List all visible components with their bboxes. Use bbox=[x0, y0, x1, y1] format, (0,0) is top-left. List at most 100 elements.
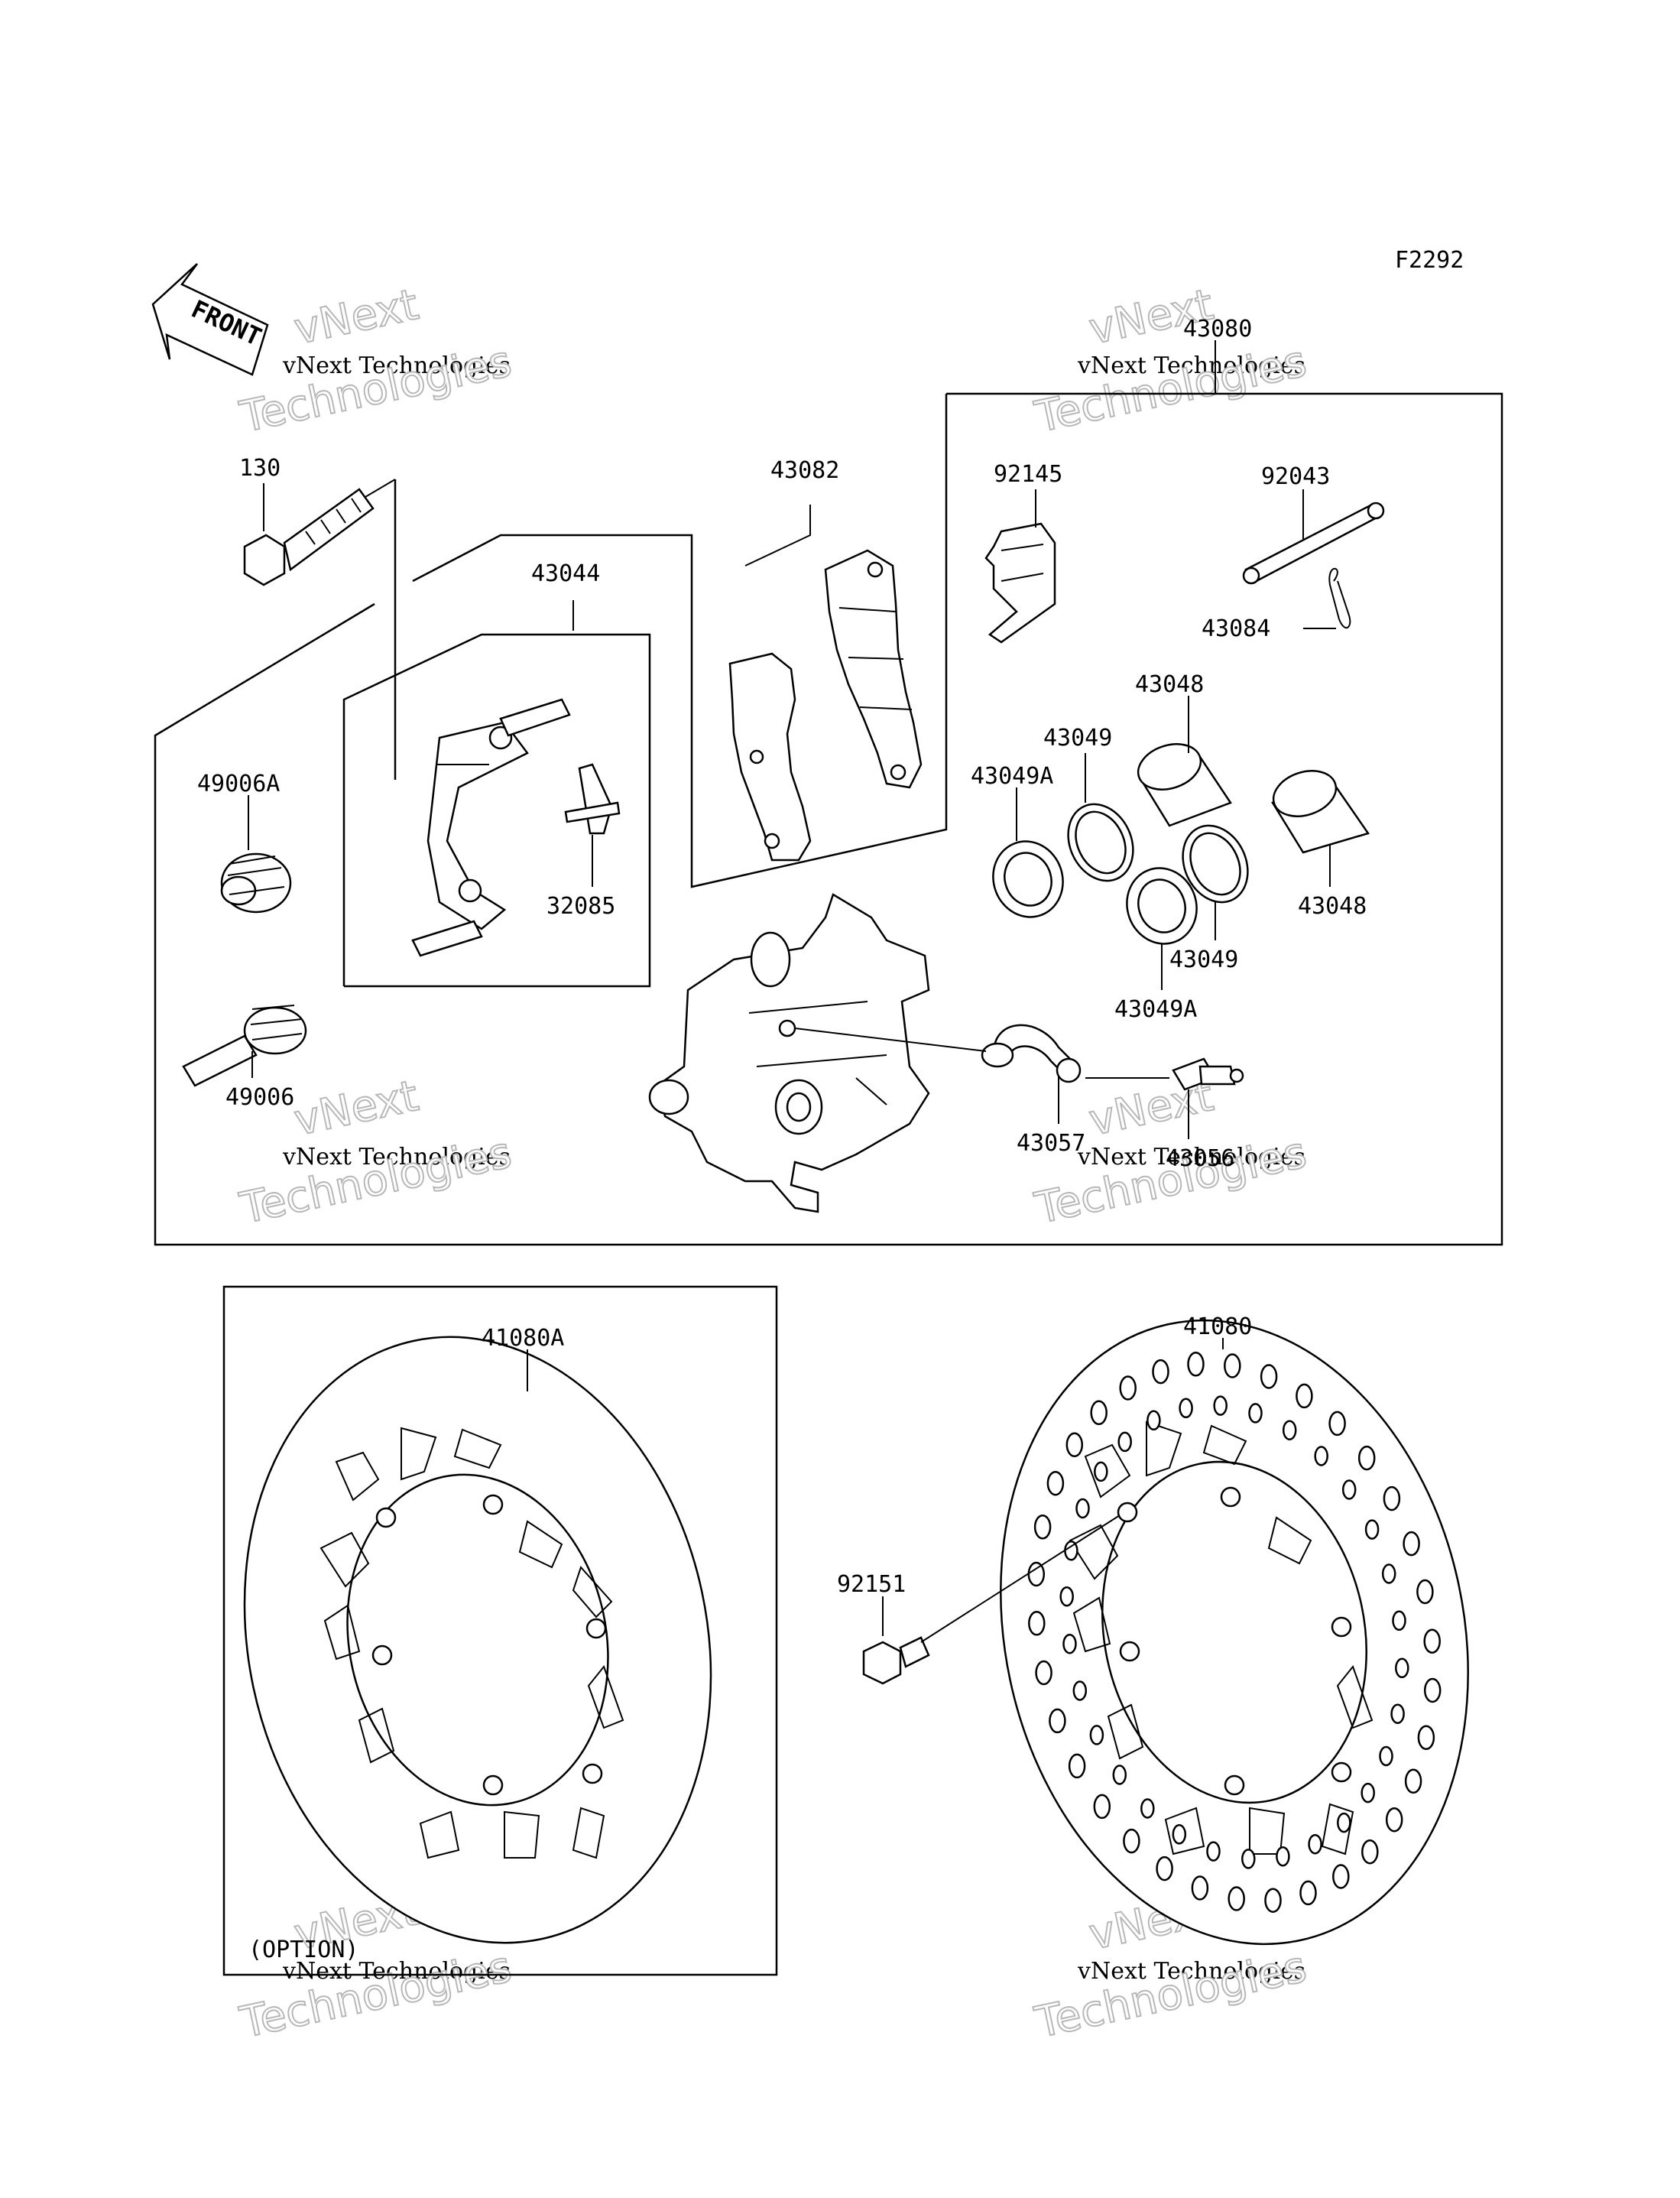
svg-text:vNext Technologies: vNext Technologies bbox=[282, 1144, 511, 1170]
label-43056: 43056 bbox=[1166, 1145, 1234, 1172]
disc-hole bbox=[1248, 1403, 1263, 1424]
watermark-top-left: vNext vNext Technologies Technologies bbox=[235, 279, 516, 443]
disc-hole bbox=[1395, 1657, 1409, 1679]
disc-hole bbox=[1404, 1768, 1422, 1794]
seal-43049A-bottom-icon bbox=[1126, 867, 1198, 990]
disc-hole bbox=[1072, 1680, 1088, 1701]
option-label: (OPTION) bbox=[248, 1937, 359, 1963]
disc-hole bbox=[1308, 1833, 1322, 1855]
disc-hole bbox=[1187, 1352, 1205, 1377]
label-43082: 43082 bbox=[770, 457, 839, 484]
leader-lines bbox=[263, 340, 1216, 631]
disc-hole bbox=[1381, 1563, 1396, 1584]
disc-hole bbox=[1423, 1628, 1441, 1654]
seal-43049-right-icon bbox=[1182, 824, 1249, 940]
disc-hole bbox=[1093, 1794, 1111, 1820]
disc-hole bbox=[1364, 1519, 1380, 1540]
label-43048-top: 43048 bbox=[1135, 671, 1204, 698]
disc-hole bbox=[1361, 1839, 1379, 1865]
disc-hole bbox=[1179, 1398, 1193, 1419]
brake-disc-41080-icon bbox=[1000, 1319, 1469, 1946]
caliper-assembly-frame bbox=[154, 392, 1503, 1246]
label-92043: 92043 bbox=[1261, 463, 1330, 490]
part-labels: 130 43044 43082 43080 92145 92043 43084 … bbox=[197, 316, 1367, 1598]
caliper-bracket-43044-icon bbox=[411, 698, 571, 957]
disc-hole bbox=[1423, 1677, 1442, 1703]
watermark-top-right: vNext vNext Technologies Technologies bbox=[1030, 279, 1311, 443]
disc-hole bbox=[1119, 1375, 1137, 1401]
disc-hole bbox=[1383, 1485, 1401, 1511]
disc-hole bbox=[1276, 1846, 1290, 1867]
label-43049-right: 43049 bbox=[1169, 946, 1238, 973]
figure-code: F2292 bbox=[1395, 247, 1464, 274]
disc-hole bbox=[1089, 1725, 1104, 1745]
svg-text:vNext Technologies: vNext Technologies bbox=[1077, 352, 1305, 379]
label-49006A: 49006A bbox=[197, 771, 280, 797]
label-41080: 41080 bbox=[1183, 1313, 1252, 1340]
disc-hole bbox=[1228, 1886, 1245, 1911]
brake-disc-41080A-icon bbox=[243, 1336, 712, 1944]
label-92151: 92151 bbox=[837, 1571, 906, 1598]
disc-hole bbox=[1337, 1812, 1351, 1833]
seal-43049A-left-icon bbox=[992, 787, 1064, 918]
pad-spring-92145-icon bbox=[984, 489, 1056, 644]
clip-32085-icon bbox=[564, 763, 621, 887]
front-arrow-icon: FRONT bbox=[151, 263, 269, 376]
disc-hole bbox=[1191, 1875, 1209, 1901]
label-43084: 43084 bbox=[1202, 615, 1270, 642]
disc-hole bbox=[1062, 1633, 1077, 1654]
disc-hole bbox=[1068, 1753, 1086, 1779]
disc-hole bbox=[1416, 1579, 1434, 1605]
disc-hole bbox=[1065, 1432, 1084, 1458]
svg-text:vNext Technologies: vNext Technologies bbox=[282, 1958, 511, 1985]
disc-hole bbox=[1059, 1586, 1074, 1607]
disc-hole bbox=[1385, 1807, 1403, 1833]
disc-hole bbox=[1392, 1610, 1406, 1631]
disc-hole bbox=[1090, 1400, 1108, 1426]
label-43049-top: 43049 bbox=[1043, 725, 1112, 752]
disc-hole bbox=[1357, 1445, 1376, 1471]
disc-hole bbox=[1417, 1725, 1435, 1750]
slide-pin-49006-icon bbox=[182, 1005, 307, 1087]
disc-hole bbox=[1112, 1765, 1127, 1785]
bleeder-valve-43056-icon bbox=[1085, 1057, 1244, 1139]
label-43049A-left: 43049A bbox=[971, 763, 1053, 790]
disc-hole bbox=[1033, 1515, 1052, 1540]
disc-hole bbox=[1241, 1849, 1256, 1869]
label-49006: 49006 bbox=[225, 1084, 294, 1111]
label-92145: 92145 bbox=[994, 461, 1062, 488]
disc-hole bbox=[1314, 1446, 1328, 1466]
disc-bolt-92151-icon bbox=[862, 1515, 1121, 1685]
disc-hole bbox=[1123, 1828, 1140, 1854]
disc-hole bbox=[1035, 1660, 1052, 1686]
disc-hole bbox=[1361, 1782, 1375, 1804]
disc-hole bbox=[1332, 1864, 1350, 1889]
disc-hole bbox=[1094, 1461, 1108, 1482]
disc-hole bbox=[1027, 1561, 1046, 1587]
boot-49006A-icon bbox=[220, 795, 292, 914]
disc-hole bbox=[1046, 1470, 1065, 1496]
banjo-43057-icon bbox=[794, 1024, 1082, 1124]
option-disc-frame bbox=[222, 1285, 778, 1976]
disc-hole bbox=[1260, 1364, 1278, 1389]
disc-hole bbox=[1328, 1411, 1346, 1437]
pad-pin-92043-icon bbox=[1242, 489, 1385, 585]
disc-hole bbox=[1117, 1431, 1132, 1453]
label-130: 130 bbox=[239, 455, 281, 482]
label-43044: 43044 bbox=[531, 560, 600, 587]
disc-hole bbox=[1146, 1410, 1161, 1431]
disc-hole bbox=[1172, 1824, 1187, 1845]
brake-pads-43082-icon bbox=[728, 505, 923, 862]
disc-hole bbox=[1379, 1745, 1393, 1767]
svg-text:vNext: vNext bbox=[290, 280, 423, 355]
disc-hole bbox=[1213, 1395, 1228, 1416]
bolt-130-icon bbox=[243, 479, 396, 586]
disc-hole bbox=[1224, 1353, 1241, 1378]
disc-hole bbox=[1206, 1841, 1221, 1862]
disc-hole bbox=[1049, 1708, 1066, 1734]
disc-hole bbox=[1341, 1479, 1357, 1500]
disc-hole bbox=[1264, 1888, 1282, 1913]
disc-hole bbox=[1028, 1611, 1046, 1636]
seal-43049-top-icon bbox=[1067, 753, 1134, 882]
